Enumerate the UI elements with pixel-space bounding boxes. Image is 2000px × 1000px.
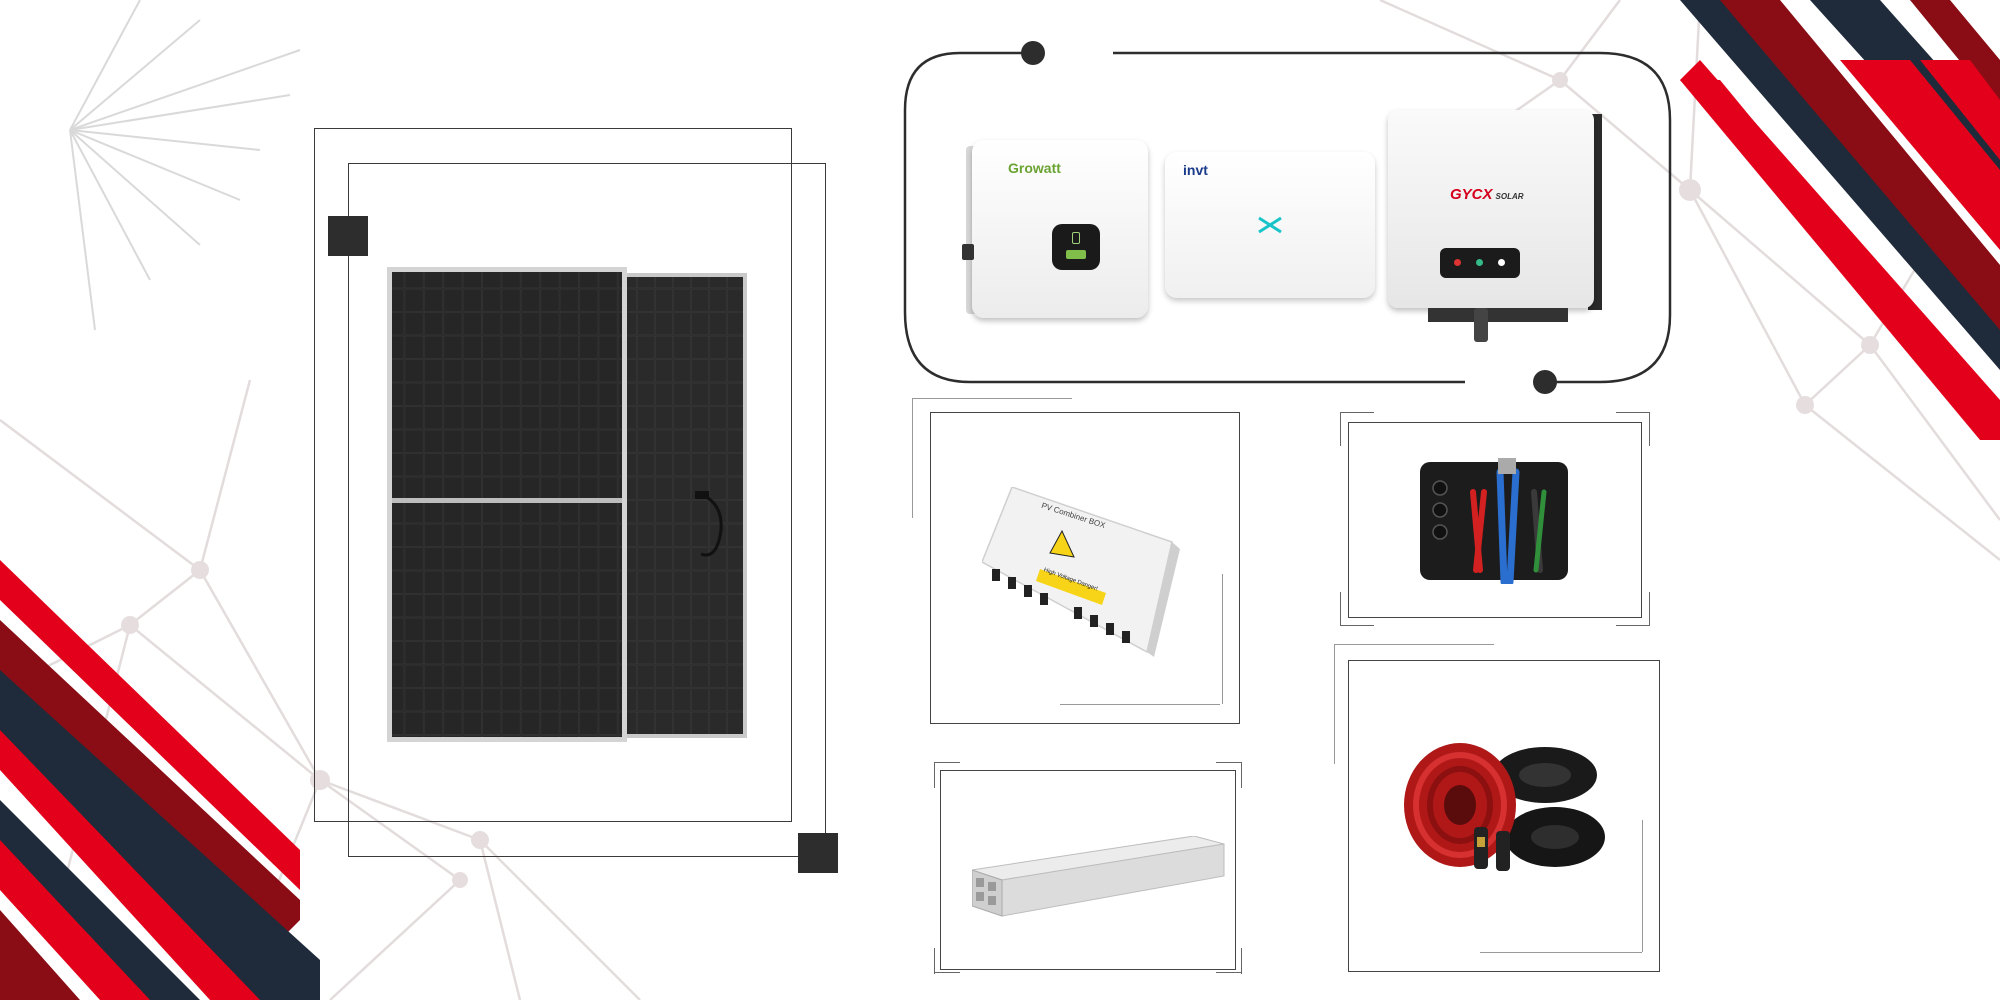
invt-logo: invt: [1183, 162, 1208, 178]
corner-stripes-top-right: [1680, 0, 2000, 440]
combiner-box: PV Combiner BOX High Voltage Danger!: [982, 487, 1182, 657]
growatt-inverter: Growatt: [962, 140, 1148, 318]
corner-stripes-bottom-left: [0, 560, 320, 1000]
combiner-frame: [930, 412, 1240, 724]
frame-corner-square: [328, 216, 368, 256]
inverter-frame: [903, 41, 1672, 394]
inverter-icon: [1388, 110, 1594, 308]
solar-panel-icon: [387, 267, 747, 742]
combiner-box-icon: [982, 487, 1180, 657]
growatt-logo: Growatt: [1008, 160, 1061, 176]
inverter-display: [1052, 224, 1100, 270]
status-light-icon: [1258, 216, 1282, 234]
invt-inverter: invt: [1165, 152, 1375, 298]
tool-kit-icon: [1420, 458, 1568, 584]
toolkit-frame: [1348, 422, 1642, 618]
indicator-panel: [1440, 248, 1520, 278]
panel-frame-back: [314, 128, 792, 822]
cable-frame: [1348, 660, 1660, 972]
panel-frame-front: [348, 163, 826, 857]
pv-cable-icon: [1404, 743, 1605, 871]
frame-corner-square: [798, 833, 838, 873]
rail-frame: [940, 770, 1236, 970]
mounting-rail-icon: [972, 836, 1225, 917]
